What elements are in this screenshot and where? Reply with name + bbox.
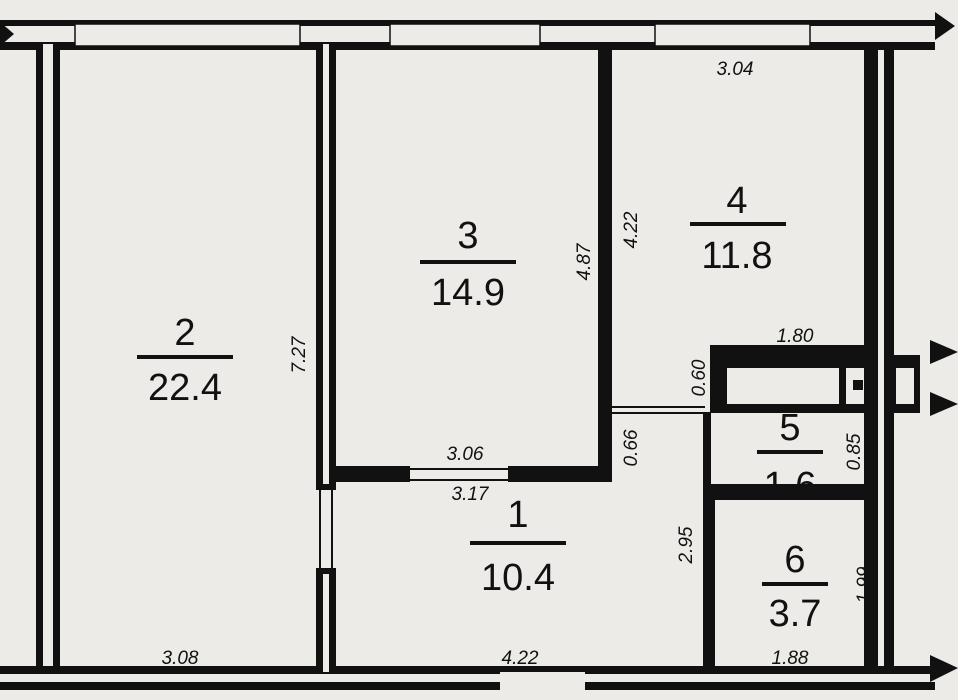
dim-room2-side: 7.27 (289, 335, 310, 373)
dim-room4-side: 4.22 (621, 211, 642, 248)
dim-room1-top: 3.17 (452, 484, 490, 505)
room-number: 3 (457, 215, 478, 257)
room-number: 1 (507, 494, 528, 536)
dim-room1-side: 2.95 (676, 526, 697, 564)
dim-room6-side: 1.99 (854, 566, 875, 603)
dim-corridor-gap: 0.66 (621, 429, 642, 466)
walls (0, 12, 958, 692)
dim-room3-side: 4.87 (574, 242, 595, 280)
room-area: 10.4 (481, 557, 555, 599)
room-5-label: 5 1.6 (757, 407, 823, 507)
dim-room4-top: 3.04 (717, 59, 754, 80)
window (389, 23, 541, 47)
room-6-label: 6 3.7 (762, 539, 828, 635)
room-number: 6 (784, 539, 805, 581)
dim-room5-side: 0.85 (844, 433, 865, 470)
room-area: 22.4 (148, 367, 222, 409)
window (74, 23, 301, 47)
dimension-labels: 3.04 4.22 4.87 7.27 3.06 3.17 4.22 3.08 … (162, 59, 875, 669)
room-number: 2 (174, 312, 195, 354)
window (654, 23, 811, 47)
room-area: 3.7 (769, 593, 822, 635)
room-area: 14.9 (431, 272, 505, 314)
room-3-label: 3 14.9 (420, 215, 516, 314)
dim-closet-depth: 0.60 (689, 359, 710, 396)
dim-room6-bottom: 1.88 (772, 648, 809, 669)
dim-room2-bottom: 3.08 (162, 648, 199, 669)
dim-closet-width: 1.80 (777, 326, 814, 347)
dim-room1-bottom: 4.22 (502, 648, 539, 669)
dim-room3-bottom: 3.06 (447, 444, 484, 465)
room-2-label: 2 22.4 (137, 312, 233, 409)
room-area: 11.8 (701, 235, 772, 277)
room-number: 5 (779, 407, 800, 449)
room-4-label: 4 11.8 (690, 180, 786, 277)
room-1-label: 1 10.4 (470, 494, 566, 599)
room-area: 1.6 (764, 465, 817, 507)
room-number: 4 (726, 180, 747, 222)
